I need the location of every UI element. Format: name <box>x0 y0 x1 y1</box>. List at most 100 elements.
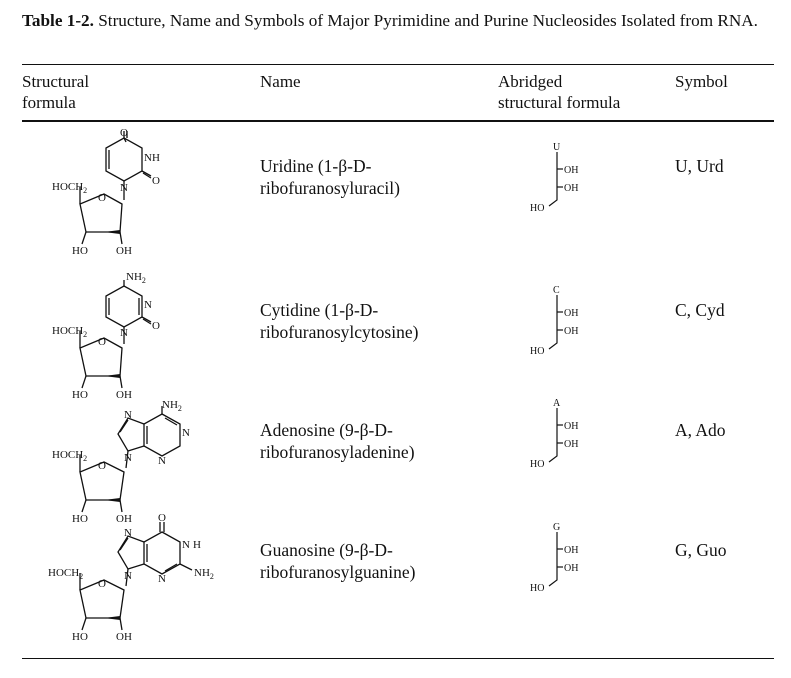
subscript: 2 <box>210 572 214 581</box>
header-line: Abridged <box>498 72 563 91</box>
name-cell: Cytidine (1-β-D- ribofuranosylcytosine) <box>260 299 418 343</box>
guanosine-abridged-formula: G OH OH HO <box>530 522 578 594</box>
ring-n: N <box>124 452 132 464</box>
header-name: Name <box>260 71 301 92</box>
oh-label: OH <box>564 183 578 194</box>
base-letter: A <box>553 398 561 409</box>
name-line: ribofuranosyladenine) <box>260 442 415 462</box>
header-line: Name <box>260 72 301 91</box>
svg-text:NH2: NH2 <box>126 271 146 285</box>
oh-label: OH <box>564 326 578 337</box>
ring-n: N <box>144 299 152 311</box>
ho-label: HO <box>530 346 544 357</box>
ho-label: HO <box>72 631 88 643</box>
base-letter: U <box>553 142 561 153</box>
svg-text:HOCH2: HOCH2 <box>52 449 87 463</box>
ho-label: HO <box>530 459 544 470</box>
name-cell: Guanosine (9-β-D- ribofuranosylguanine) <box>260 539 416 583</box>
carbonyl-o: O <box>152 175 160 187</box>
oh-label: OH <box>116 245 132 257</box>
ring-o: O <box>98 192 106 204</box>
name-line: ribofuranosylcytosine) <box>260 322 419 342</box>
oh-label: OH <box>564 545 578 556</box>
name-cell: Uridine (1-β-D- ribofuranosyluracil) <box>260 155 400 199</box>
subscript: 2 <box>83 186 87 195</box>
name-line: ribofuranosyluracil) <box>260 178 400 198</box>
carbonyl-o: O <box>120 127 128 139</box>
header-line: formula <box>22 93 76 112</box>
header-structural-formula: Structural formula <box>22 71 89 113</box>
oh-label: OH <box>564 563 578 574</box>
subscript: 2 <box>83 330 87 339</box>
symbol-cell: U, Urd <box>675 156 724 176</box>
symbol-cell: G, Guo <box>675 540 727 560</box>
symbol-cell: A, Ado <box>675 420 726 440</box>
table-label: Table 1-2. <box>22 11 94 30</box>
adenosine-abridged-formula: A OH OH HO <box>530 398 578 470</box>
carbonyl-o: O <box>152 320 160 332</box>
header-rule <box>22 120 774 123</box>
hoch2-label: HOCH <box>52 181 83 193</box>
ring-n: N <box>182 427 190 439</box>
oh-label: OH <box>564 439 578 450</box>
name-line: Guanosine (9-β-D- <box>260 540 393 560</box>
ring-n: N <box>124 570 132 582</box>
ring-n: N <box>158 455 166 467</box>
amino-label: NH <box>126 271 142 283</box>
oh-label: OH <box>116 389 132 401</box>
ring-n: N <box>120 327 128 339</box>
subscript: 2 <box>79 572 83 581</box>
adenosine-structure: NH2 N N N N O HOCH2 HO OH <box>52 399 190 525</box>
svg-text:HOCH2: HOCH2 <box>48 567 83 581</box>
oh-label: OH <box>116 631 132 643</box>
top-rule <box>22 64 774 66</box>
table-title: Structure, Name and Symbols of Major Pyr… <box>98 11 758 30</box>
name-line: Uridine (1-β-D- <box>260 156 372 176</box>
oh-label: OH <box>564 165 578 176</box>
ho-label: HO <box>72 245 88 257</box>
symbol-cell: C, Cyd <box>675 300 725 320</box>
uridine-abridged-formula: U OH OH HO <box>530 142 578 214</box>
oh-label: OH <box>116 513 132 525</box>
svg-text:NH2: NH2 <box>194 567 214 581</box>
name-line: ribofuranosylguanine) <box>260 562 416 582</box>
bottom-rule <box>22 658 774 660</box>
ring-n: N <box>182 539 190 551</box>
base-letter: C <box>553 285 560 296</box>
ring-h: H <box>193 539 201 551</box>
subscript: 2 <box>178 404 182 413</box>
name-line: Cytidine (1-β-D- <box>260 300 379 320</box>
header-line: Symbol <box>675 72 728 91</box>
header-abridged: Abridged structural formula <box>498 71 620 113</box>
header-line: structural formula <box>498 93 621 112</box>
ring-nh: NH <box>144 152 160 164</box>
hoch2-label: HOCH <box>52 449 83 461</box>
carbonyl-o: O <box>158 512 166 524</box>
oh-label: OH <box>564 421 578 432</box>
amino-label: NH <box>162 399 178 411</box>
cytidine-abridged-formula: C OH OH HO <box>530 285 578 357</box>
subscript: 2 <box>142 276 146 285</box>
svg-text:HOCH2: HOCH2 <box>52 325 87 339</box>
ring-n: N <box>158 573 166 585</box>
header-symbol: Symbol <box>675 71 728 92</box>
base-letter: G <box>553 522 560 533</box>
name-line: Adenosine (9-β-D- <box>260 420 393 440</box>
svg-text:NH2: NH2 <box>162 399 182 413</box>
uridine-structure: O NH O N O HOCH2 HO OH <box>52 127 160 257</box>
ho-label: HO <box>72 389 88 401</box>
ring-n: N <box>124 527 132 539</box>
ring-n: N <box>120 182 128 194</box>
table-caption: Table 1-2. Structure, Name and Symbols o… <box>22 10 774 32</box>
header-line: Structural <box>22 72 90 91</box>
hoch2-label: HOCH <box>52 325 83 337</box>
ho-label: HO <box>530 583 544 594</box>
name-cell: Adenosine (9-β-D- ribofuranosyladenine) <box>260 419 415 463</box>
cytidine-structure: NH2 N O N O HOCH2 HO OH <box>52 271 160 401</box>
ring-o: O <box>98 578 106 590</box>
ho-label: HO <box>72 513 88 525</box>
ring-n: N <box>124 409 132 421</box>
subscript: 2 <box>83 454 87 463</box>
